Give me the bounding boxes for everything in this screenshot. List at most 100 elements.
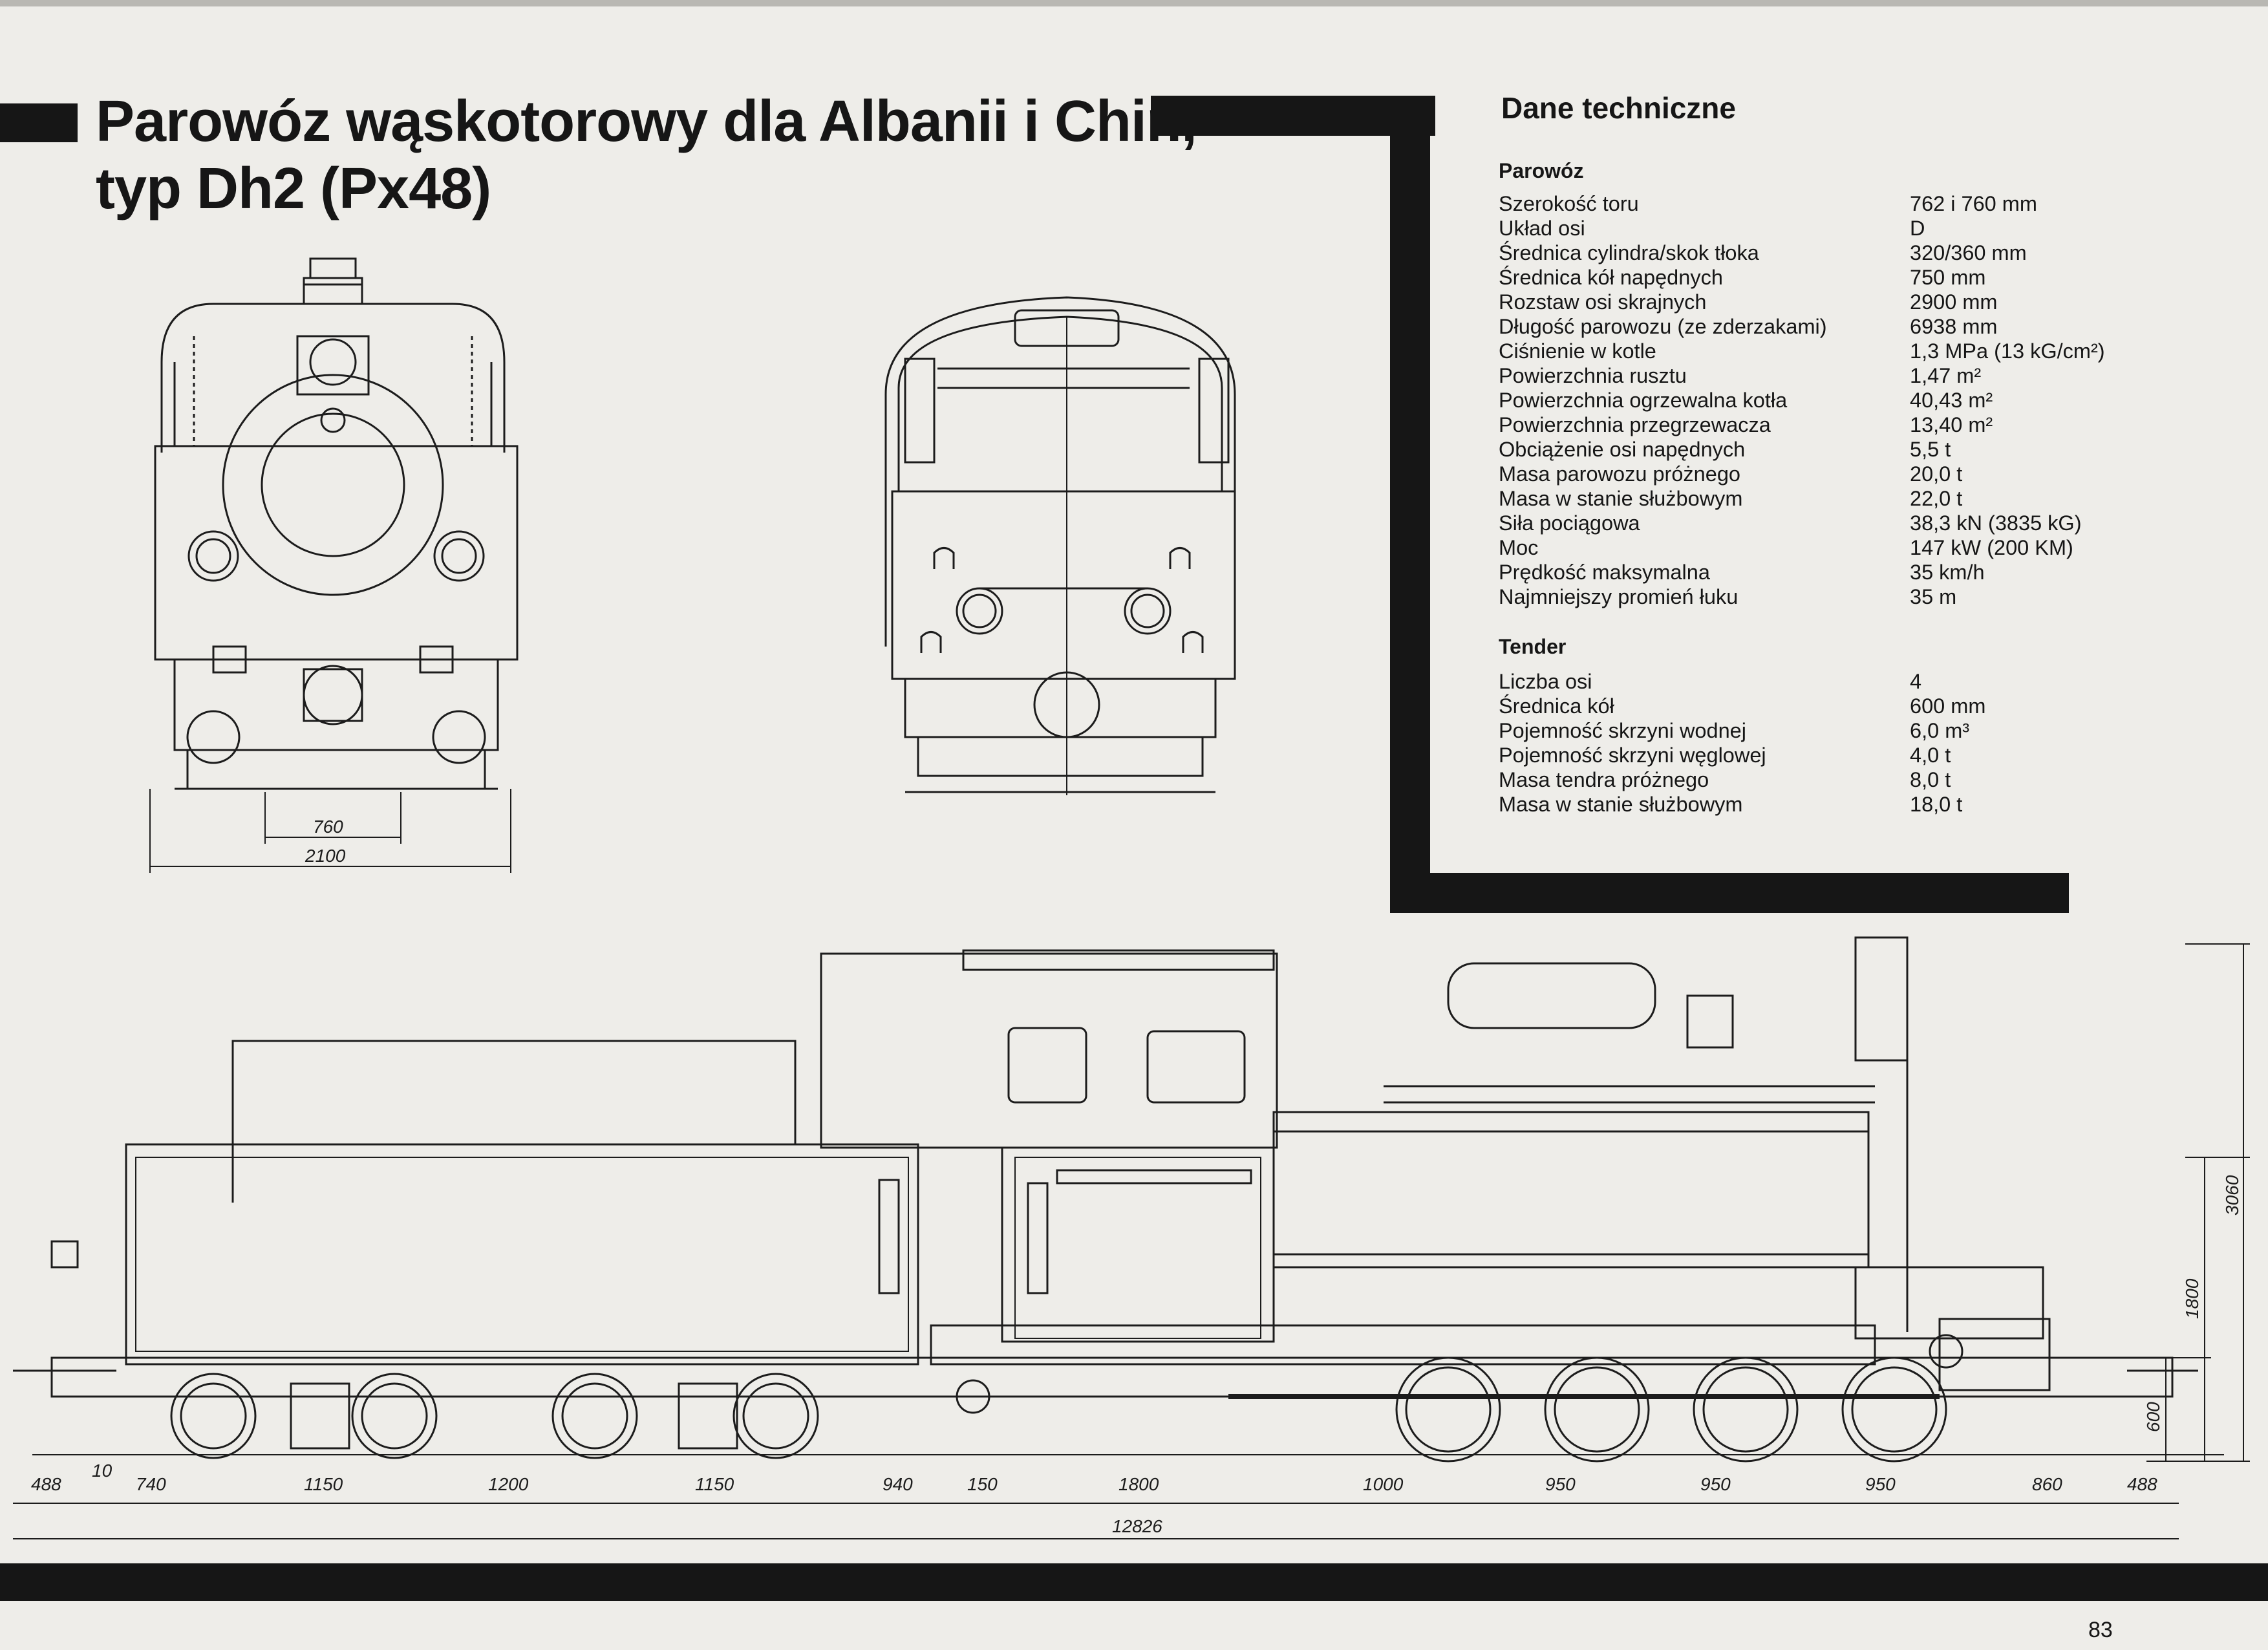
spec-label: Rozstaw osi skrajnych — [1499, 290, 1707, 314]
length-segment-label: 150 — [967, 1474, 998, 1494]
spec-row: Prędkość maksymalna 35 km/h — [1499, 560, 2158, 584]
dim-total-length: 12826 — [1112, 1516, 1162, 1536]
spec-value: 147 kW (200 KM) — [1910, 536, 2073, 559]
front-view-locomotive — [154, 257, 519, 790]
spec-row: Średnica cylindra/skok tłoka 320/360 mm — [1499, 241, 2158, 265]
spec-label: Powierzchnia przegrzewacza — [1499, 413, 1771, 436]
spec-row: Pojemność skrzyni wodnej 6,0 m³ — [1499, 718, 2158, 743]
spec-label: Obciążenie osi napędnych — [1499, 438, 1746, 461]
length-segment-label: 488 — [31, 1474, 61, 1494]
spec-label: Moc — [1499, 536, 1539, 559]
spec-label: Szerokość toru — [1499, 192, 1639, 215]
length-segment-label: 860 — [2032, 1474, 2062, 1494]
spec-row: Rozstaw osi skrajnych 2900 mm — [1499, 290, 2158, 314]
side-view — [13, 936, 2224, 1462]
spec-value: 18,0 t — [1910, 793, 1963, 816]
spec-value: 35 m — [1910, 585, 1957, 608]
spec-value: 13,40 m² — [1910, 413, 1993, 436]
spec-row: Masa w stanie służbowym 22,0 t — [1499, 486, 2158, 511]
spec-label: Pojemność skrzyni węglowej — [1499, 744, 1766, 767]
spec-value: 1,47 m² — [1910, 364, 1982, 387]
length-segment-label: 1800 — [1118, 1474, 1159, 1494]
spec-label: Masa w stanie służbowym — [1499, 793, 1743, 816]
spec-row: Masa parowozu próżnego 20,0 t — [1499, 462, 2158, 486]
spec-value: 22,0 t — [1910, 487, 1963, 510]
length-segment-label: 10 — [92, 1461, 112, 1481]
spec-label: Prędkość maksymalna — [1499, 561, 1710, 584]
dim-front-width: 2100 — [305, 846, 346, 866]
spec-label: Długość parowozu (ze zderzakami) — [1499, 315, 1827, 338]
dim-height-low: 600 — [2143, 1402, 2163, 1432]
spec-label: Średnica kół — [1499, 694, 1614, 718]
dim-height-total: 3060 — [2222, 1175, 2242, 1216]
spec-label: Ciśnienie w kotle — [1499, 339, 1656, 363]
page-top-edge — [0, 0, 2268, 6]
spec-label: Masa w stanie służbowym — [1499, 487, 1743, 510]
spec-label: Masa parowozu próżnego — [1499, 462, 1740, 486]
length-segment-label: 488 — [2127, 1474, 2157, 1494]
spec-row: Liczba osi 4 — [1499, 669, 2158, 694]
spec-value: 5,5 t — [1910, 438, 1951, 461]
spec-value: 2900 mm — [1910, 290, 1998, 314]
spec-value: 750 mm — [1910, 266, 1986, 289]
spec-value: 40,43 m² — [1910, 389, 1993, 412]
spec-value: 38,3 kN (3835 kG) — [1910, 511, 2082, 535]
spec-value: 35 km/h — [1910, 561, 1985, 584]
spec-value: 600 mm — [1910, 694, 1986, 718]
specs-locomotive-heading: Parowóz — [1499, 159, 1584, 182]
length-segment-label: 940 — [883, 1474, 913, 1494]
spec-row: Masa w stanie służbowym 18,0 t — [1499, 792, 2158, 817]
spec-label: Średnica kół napędnych — [1499, 266, 1723, 289]
spec-frame-bottom — [1390, 873, 2069, 913]
spec-label: Masa tendra próżnego — [1499, 768, 1709, 791]
length-segment-label: 1150 — [304, 1474, 343, 1494]
spec-label: Powierzchnia ogrzewalna kotła — [1499, 389, 1788, 412]
page-bottom-bar — [0, 1563, 2268, 1601]
specs-tender-heading: Tender — [1499, 635, 1567, 658]
spec-value: 762 i 760 mm — [1910, 192, 2037, 215]
length-segment-label: 1150 — [695, 1474, 734, 1494]
spec-label: Powierzchnia rusztu — [1499, 364, 1687, 387]
page-title: Parowóz wąskotorowy dla Albanii i Chin, … — [96, 88, 1197, 222]
spec-row: Masa tendra próżnego 8,0 t — [1499, 767, 2158, 792]
spec-row: Średnica kół napędnych 750 mm — [1499, 265, 2158, 290]
spec-row: Siła pociągowa 38,3 kN (3835 kG) — [1499, 511, 2158, 535]
spec-label: Układ osi — [1499, 217, 1585, 240]
spec-row: Średnica kół 600 mm — [1499, 694, 2158, 718]
spec-label: Średnica cylindra/skok tłoka — [1499, 241, 1759, 264]
spec-value: 1,3 MPa (13 kG/cm²) — [1910, 339, 2105, 363]
title-marker-bar — [0, 103, 78, 142]
spec-row: Ciśnienie w kotle 1,3 MPa (13 kG/cm²) — [1499, 339, 2158, 363]
spec-value: 6938 mm — [1910, 315, 1998, 338]
spec-row: Powierzchnia rusztu 1,47 m² — [1499, 363, 2158, 388]
specs-title: Dane techniczne — [1501, 91, 1736, 125]
length-segment-label: 740 — [136, 1474, 166, 1494]
spec-value: 20,0 t — [1910, 462, 1963, 486]
spec-row: Układ osi D — [1499, 216, 2158, 241]
spec-value: 8,0 t — [1910, 768, 1951, 791]
spec-row: Powierzchnia przegrzewacza 13,40 m² — [1499, 412, 2158, 437]
length-segment-label: 950 — [1545, 1474, 1576, 1494]
page-title-line-2: typ Dh2 (Px48) — [96, 156, 491, 221]
spec-value: 320/360 mm — [1910, 241, 2027, 264]
spec-value: 6,0 m³ — [1910, 719, 1970, 742]
spec-label: Siła pociągowa — [1499, 511, 1640, 535]
spec-value: 4 — [1910, 670, 1922, 693]
front-view-tender — [884, 296, 1236, 795]
spec-value: D — [1910, 217, 1925, 240]
spec-row: Obciążenie osi napędnych 5,5 t — [1499, 437, 2158, 462]
spec-frame-side — [1390, 96, 1430, 910]
length-segment-label: 1200 — [488, 1474, 529, 1494]
dim-height-mid: 1800 — [2182, 1278, 2202, 1319]
spec-label: Pojemność skrzyni wodnej — [1499, 719, 1746, 742]
spec-label: Liczba osi — [1499, 670, 1592, 693]
spec-row: Moc 147 kW (200 KM) — [1499, 535, 2158, 560]
spec-frame-top — [1151, 96, 1435, 136]
length-segment-label: 1000 — [1363, 1474, 1404, 1494]
page-number: 83 — [2088, 1618, 2113, 1642]
spec-row: Powierzchnia ogrzewalna kotła 40,43 m² — [1499, 388, 2158, 412]
page-title-line-1: Parowóz wąskotorowy dla Albanii i Chin, — [96, 89, 1197, 154]
